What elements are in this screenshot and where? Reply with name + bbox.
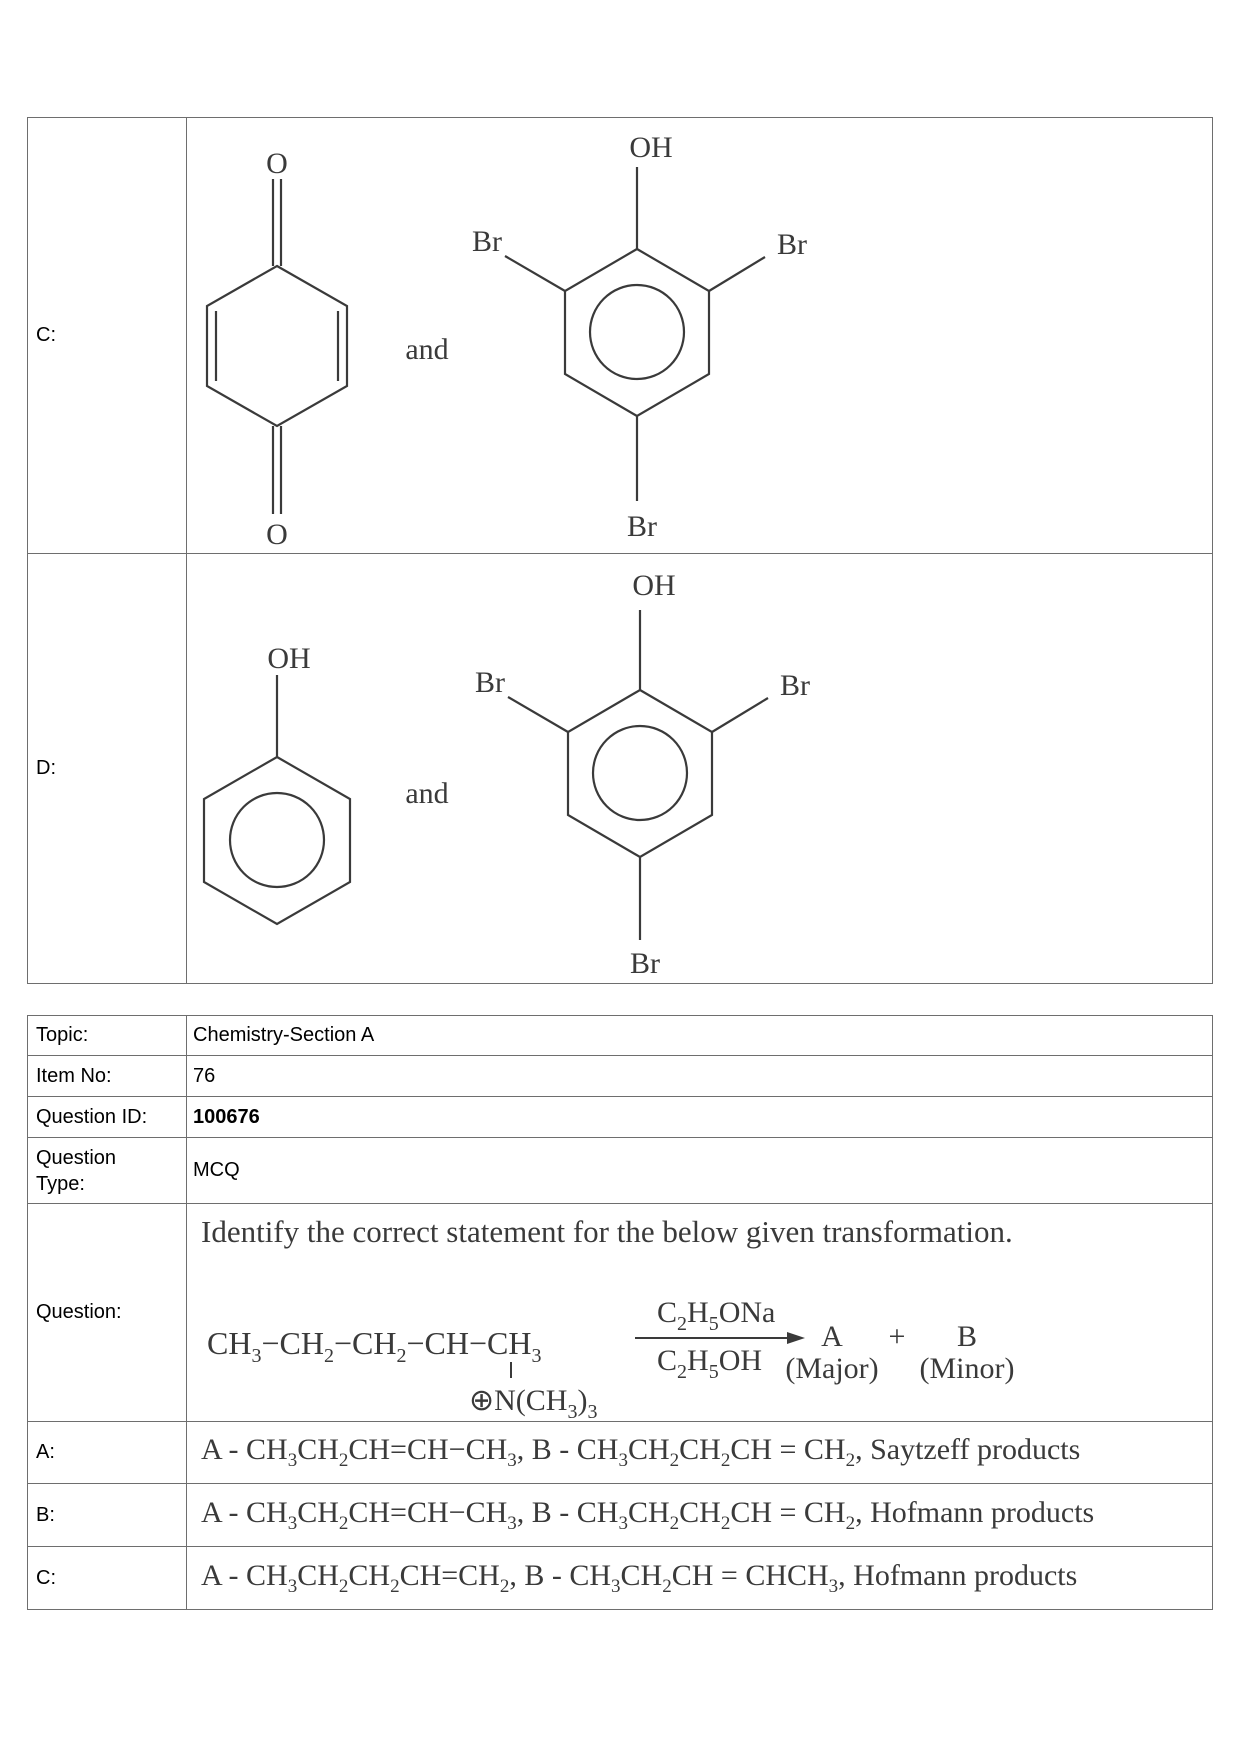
option-d-structures: OH and OH Br Br Br [186, 553, 1213, 984]
option-a-label: A: [27, 1421, 187, 1484]
and-connector: and [405, 333, 448, 366]
reagent-top: C2​H5​ONa [657, 1296, 775, 1335]
benzoquinone-structure [205, 178, 349, 514]
option-c-row: C: O O and [27, 117, 1213, 554]
bromine-left-label: Br [475, 666, 505, 699]
option-b-row: B: A - CH3CH2CH=CH−CH3, B - CH3CH2CH2CH … [27, 1483, 1213, 1547]
bromine-right-label: Br [777, 228, 807, 261]
phenol-oh-label: OH [629, 131, 672, 164]
question-content: Identify the correct statement for the b… [186, 1203, 1213, 1423]
tribromophenol-structure [507, 609, 769, 940]
reaction-scheme: CH3​−CH2​−CH2​−CH−CH3​ ⊕N(CH3​)3​ C2​H5​… [207, 1296, 1015, 1423]
option-b-text: A - CH3CH2CH=CH−CH3, B - CH3CH2CH2CH = C… [186, 1483, 1213, 1547]
option-c-answer-row: C: A - CH3CH2CH2CH=CH2, B - CH3CH2CH = C… [27, 1546, 1213, 1610]
arrow-head [787, 1332, 805, 1344]
topic-label: Topic: [27, 1015, 187, 1056]
product-b: B [957, 1320, 977, 1353]
product-a-note: (Major) [785, 1352, 878, 1385]
reactant-substituent: ⊕N(CH3​)3​ [469, 1384, 597, 1423]
question-row: Question: Identify the correct statement… [27, 1203, 1213, 1423]
question-text: Identify the correct statement for the b… [201, 1214, 1013, 1249]
bromine-left-label: Br [472, 225, 502, 258]
question-type-value: MCQ [186, 1137, 1213, 1204]
quinone-top-oxygen: O [266, 147, 288, 180]
option-c-diagram: O O and OH Br Br Br [205, 131, 807, 551]
option-d-label: D: [27, 553, 187, 984]
tribromophenol-oh-label: OH [632, 569, 675, 602]
option-d-row: D: OH and O [27, 553, 1213, 984]
reagent-bottom: C2​H5​OH [657, 1344, 762, 1383]
plus-sign: + [889, 1320, 906, 1353]
topic-value: Chemistry-Section A [186, 1015, 1213, 1056]
phenol-structure [202, 674, 352, 925]
question-id-label: Question ID: [27, 1096, 187, 1138]
topic-row: Topic: Chemistry-Section A [27, 1015, 1213, 1056]
bromine-right-label: Br [780, 669, 810, 702]
phenol-oh-label: OH [267, 642, 310, 675]
question-type-row: Question Type: MCQ [27, 1137, 1213, 1204]
bromine-bottom-label: Br [630, 947, 660, 980]
bromine-bottom-label: Br [627, 510, 657, 543]
and-connector: and [405, 777, 448, 810]
options-structure-table: C: O O and [27, 117, 1213, 984]
option-c-answer-label: C: [27, 1546, 187, 1610]
question-id-row: Question ID: 100676 [27, 1096, 1213, 1138]
option-a-row: A: A - CH3CH2CH=CH−CH3, B - CH3CH2CH2CH … [27, 1421, 1213, 1484]
item-no-row: Item No: 76 [27, 1055, 1213, 1097]
quinone-bottom-oxygen: O [266, 518, 288, 551]
item-no-value: 76 [186, 1055, 1213, 1097]
product-b-note: (Minor) [920, 1352, 1015, 1385]
product-a: A [821, 1320, 843, 1353]
option-c-structures: O O and OH Br Br Br [186, 117, 1213, 554]
reactant-formula: CH3​−CH2​−CH2​−CH−CH3​ [207, 1325, 541, 1367]
option-c-label: C: [27, 117, 187, 554]
question-table: Topic: Chemistry-Section A Item No: 76 Q… [27, 1015, 1213, 1610]
tribromophenol-structure [504, 166, 766, 501]
option-d-diagram: OH and OH Br Br Br [202, 569, 810, 980]
question-type-label: Question Type: [27, 1137, 187, 1204]
question-label: Question: [27, 1203, 187, 1422]
item-no-label: Item No: [27, 1055, 187, 1097]
option-c-answer-text: A - CH3CH2CH2CH=CH2, B - CH3CH2CH = CHCH… [186, 1546, 1213, 1610]
option-a-text: A - CH3CH2CH=CH−CH3, B - CH3CH2CH2CH = C… [186, 1421, 1213, 1484]
option-b-label: B: [27, 1483, 187, 1547]
question-id-value: 100676 [186, 1096, 1213, 1138]
